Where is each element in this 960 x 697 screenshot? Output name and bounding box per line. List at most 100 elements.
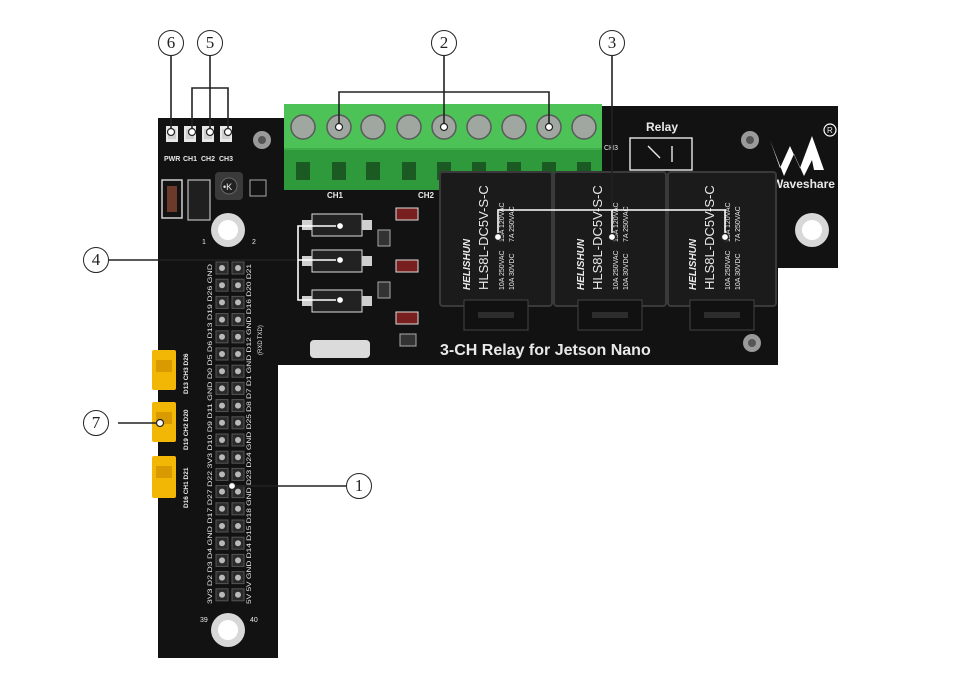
header-pin (219, 437, 225, 443)
relay-1 (439, 171, 553, 331)
pin-label-1: 1 (202, 239, 206, 246)
relay-3 (667, 171, 777, 331)
header-pin (235, 505, 241, 512)
header-pin (235, 488, 241, 495)
callout-dots (155, 122, 730, 491)
gpio-row-odd: 3V3 D2 D3 D4 GND D17 D27 D22 3V3 D10 D9 … (207, 264, 214, 604)
gpio-silkscreen: 3V3 D2 D3 D4 GND D17 D27 D22 3V3 D10 D9 … (200, 239, 264, 624)
relay1-model: HLS8L-DC5V-S-C (476, 185, 491, 290)
header-pin (235, 282, 241, 289)
header-pin (235, 351, 241, 357)
relay-symbol: Relay (629, 120, 693, 171)
relay3-rating-c: 10A 30VDC (735, 253, 742, 290)
led-label-ch3: CH3 (219, 156, 233, 163)
callout-5: 5 (197, 30, 223, 56)
callout-4: 4 (83, 247, 109, 273)
channel-jumpers: D13 CH3 D26 D19 CH2 D20 D16 CH1 D21 (152, 350, 190, 508)
relay2-maker: HELISHUN (576, 238, 587, 290)
header-pin (235, 437, 241, 443)
header-pin (235, 419, 241, 426)
small-components: •K (161, 172, 267, 221)
header-pin (219, 454, 225, 461)
brand-label: Waveshare (772, 177, 835, 191)
relay-heading: Relay (646, 120, 678, 134)
relay3-model: HLS8L-DC5V-S-C (702, 185, 717, 290)
header-pin (235, 299, 241, 306)
header-pin (235, 523, 241, 529)
header-pin (235, 316, 241, 323)
relay2-rating-a: 15A 120VAC (613, 202, 620, 242)
header-pin (235, 333, 241, 340)
led-label-ch2: CH2 (201, 156, 215, 163)
relay3-rating-a: 15A 120VAC (725, 202, 732, 242)
header-pin (219, 316, 225, 323)
pin-label-40: 40 (250, 617, 258, 624)
header-pin (219, 540, 225, 547)
header-pin (219, 299, 225, 306)
header-pin (235, 265, 241, 271)
header-pin (235, 557, 241, 564)
header-pin (219, 419, 225, 426)
relay3-rating-b: 10A 250VAC (725, 250, 732, 290)
header-pin (219, 471, 225, 478)
header-pin (219, 385, 225, 392)
relay1-maker: HELISHUN (462, 238, 473, 290)
header-pin (219, 557, 225, 564)
terminal-label-ch2: CH2 (418, 191, 435, 200)
callout-1: 1 (346, 473, 372, 499)
pin-label-39: 39 (200, 617, 208, 624)
terminal-label-ch1: CH1 (327, 191, 344, 200)
relay1-rating-d: 7A 250VAC (509, 206, 516, 242)
header-pin (219, 505, 225, 512)
relay2-rating-d: 7A 250VAC (623, 206, 630, 242)
callout-2: 2 (431, 30, 457, 56)
relay2-model: HLS8L-DC5V-S-C (590, 185, 605, 290)
header-pin (235, 471, 241, 478)
relay-markings: HELISHUN HLS8L-DC5V-S-C 15A 120VAC 10A 2… (462, 185, 742, 290)
mounting-holes (211, 131, 829, 647)
header-pin (235, 368, 241, 375)
relay2-rating-b: 10A 250VAC (613, 250, 620, 290)
header-pin (219, 282, 225, 289)
callout-6: 6 (158, 30, 184, 56)
svg-text:R: R (827, 126, 833, 135)
header-pin (235, 385, 241, 392)
led-label-ch1: CH1 (183, 156, 197, 163)
header-pin (235, 402, 241, 409)
callout-7: 7 (83, 410, 109, 436)
relay3-rating-d: 7A 250VAC (735, 206, 742, 242)
header-pin (219, 402, 225, 409)
led-label-pwr: PWR (164, 156, 180, 163)
relay-2 (553, 171, 667, 331)
jumper-label-ch1: D16 CH1 D21 (183, 467, 190, 508)
relay1-rating-b: 10A 250VAC (499, 250, 506, 290)
header-pin (219, 523, 225, 529)
gpio-header (215, 261, 245, 602)
uart-label: (RXD TXD) (258, 325, 264, 355)
header-pin (235, 591, 241, 598)
jumper-label-ch3: D13 CH3 D26 (183, 353, 190, 394)
relay3-maker: HELISHUN (688, 238, 699, 290)
board-title: 3-CH Relay for Jetson Nano (440, 342, 651, 359)
relay1-rating-a: 15A 120VAC (499, 202, 506, 242)
header-pin (219, 351, 225, 357)
callout-lines (106, 56, 726, 487)
header-pin (219, 591, 225, 598)
pin-label-2: 2 (252, 239, 256, 246)
header-pin (219, 368, 225, 375)
gpio-row-even: 5V 5V GND D14 D15 D18 GND D23 D24 GND D2… (246, 264, 253, 604)
relay1-rating-c: 10A 30VDC (509, 253, 516, 290)
relay2-rating-c: 10A 30VDC (623, 253, 630, 290)
callout-3: 3 (599, 30, 625, 56)
header-pin (235, 540, 241, 547)
header-pin (235, 574, 241, 581)
header-pin (219, 265, 225, 271)
header-pin (219, 574, 225, 581)
jumper-label-ch2: D19 CH2 D20 (183, 409, 190, 450)
waveshare-logo: R Waveshare (770, 123, 837, 191)
header-pin (219, 488, 225, 495)
svg-text:•K: •K (223, 182, 232, 192)
header-pin (219, 333, 225, 340)
header-pin (235, 454, 241, 461)
